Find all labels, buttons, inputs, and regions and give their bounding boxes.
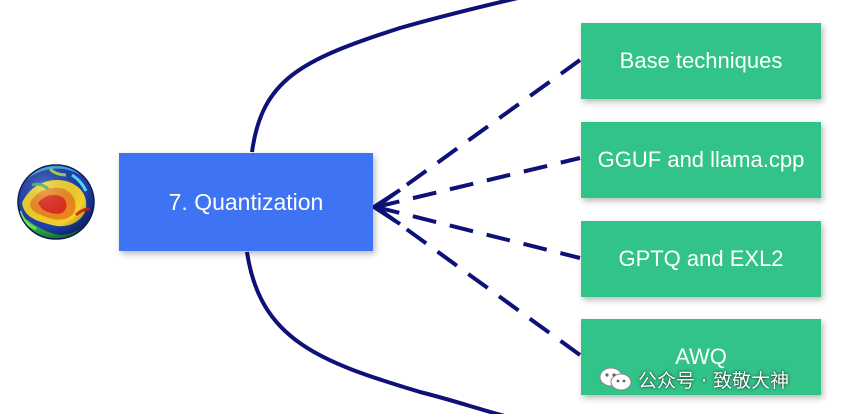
dashed-connector-gptq xyxy=(375,205,581,260)
main-topic-label: 7. Quantization xyxy=(168,188,324,215)
subtopic-label: AWQ xyxy=(675,344,727,369)
subtopic-box-awq: AWQ xyxy=(581,319,821,395)
upper-branch-curve xyxy=(250,0,519,153)
dashed-connector-base-techniques xyxy=(374,58,582,209)
globe-icon xyxy=(16,163,96,241)
subtopic-box-gptq: GPTQ and EXL2 xyxy=(581,221,821,297)
subtopic-box-gguf: GGUF and llama.cpp xyxy=(581,122,821,198)
watermark: 公众号 · 致敬大神 xyxy=(598,364,789,394)
main-topic-box: 7. Quantization xyxy=(119,153,373,251)
subtopic-label: GGUF and llama.cpp xyxy=(597,147,805,172)
watermark-text: 公众号 · 致敬大神 xyxy=(638,369,790,392)
arrowhead xyxy=(370,188,402,226)
subtopic-label: Base techniques xyxy=(619,48,783,73)
subtopic-label: GPTQ and EXL2 xyxy=(618,246,784,271)
wechat-icon xyxy=(598,365,632,393)
dashed-connector-awq xyxy=(374,205,582,357)
dashed-connector-gguf xyxy=(375,156,581,209)
subtopic-box-base-techniques: Base techniques xyxy=(581,23,821,99)
lower-branch-curve xyxy=(245,251,505,414)
